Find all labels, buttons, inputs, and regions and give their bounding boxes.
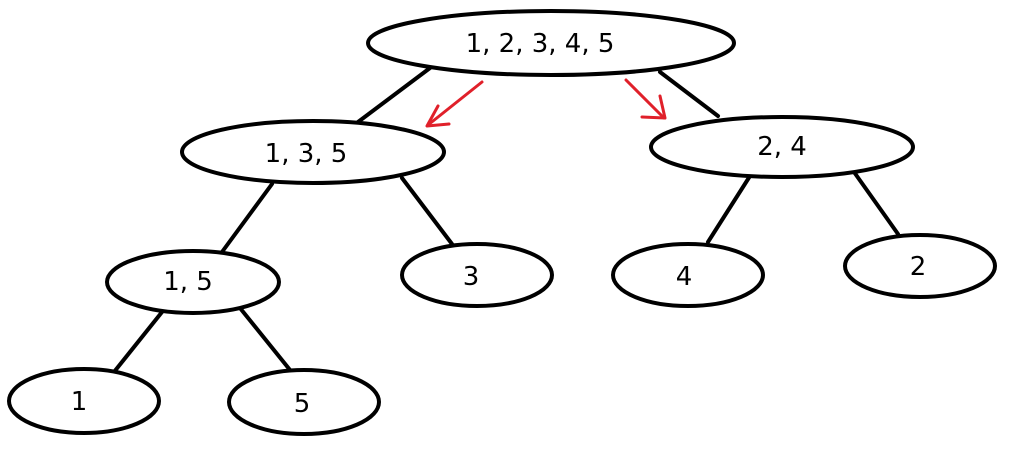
node-leaf-5-label: 5 bbox=[294, 389, 311, 419]
split-arrow-right-shaft bbox=[624, 78, 666, 120]
node-root-label: 1, 2, 3, 4, 5 bbox=[466, 29, 615, 59]
tree-node-leaf-1: 1 bbox=[7, 367, 161, 435]
edge-right-rightright bbox=[852, 170, 900, 236]
tree-node-left: 1, 3, 5 bbox=[180, 119, 446, 185]
split-arrow-right bbox=[624, 78, 667, 120]
edge-leftleft-leaf1 bbox=[112, 310, 164, 374]
tree-node-right-left: 4 bbox=[611, 242, 765, 308]
edge-right-rightleft bbox=[706, 174, 752, 244]
edge-root-left bbox=[356, 66, 432, 124]
edge-left-leftleft bbox=[220, 182, 274, 254]
node-leaf-5-ellipse bbox=[227, 368, 381, 436]
node-right-label: 2, 4 bbox=[757, 132, 807, 162]
edge-leftleft-leaf5 bbox=[238, 306, 292, 372]
node-left-left-ellipse bbox=[105, 249, 281, 315]
node-left-right-label: 3 bbox=[463, 262, 480, 292]
tree-node-left-right: 3 bbox=[400, 242, 554, 308]
tree-edges bbox=[112, 66, 900, 374]
split-arrow-right-head bbox=[640, 94, 667, 120]
split-arrow-left-shaft bbox=[426, 80, 484, 127]
node-right-ellipse bbox=[649, 115, 915, 179]
node-leaf-1-ellipse bbox=[7, 367, 161, 435]
node-left-label: 1, 3, 5 bbox=[265, 139, 348, 169]
node-right-right-ellipse bbox=[843, 233, 997, 299]
tree-node-left-left: 1, 5 bbox=[105, 249, 281, 315]
node-right-right-label: 2 bbox=[910, 252, 927, 282]
node-leaf-1-label: 1 bbox=[71, 387, 88, 417]
tree-node-leaf-5: 5 bbox=[227, 368, 381, 436]
node-left-ellipse bbox=[180, 119, 446, 185]
split-arrow-left bbox=[425, 80, 484, 128]
node-root-ellipse bbox=[366, 9, 736, 77]
node-left-left-label: 1, 5 bbox=[163, 267, 213, 297]
tree-node-root: 1, 2, 3, 4, 5 bbox=[366, 9, 736, 77]
node-right-left-label: 4 bbox=[676, 262, 693, 292]
edge-left-leftright bbox=[400, 176, 454, 246]
node-left-right-ellipse bbox=[400, 242, 554, 308]
node-right-left-ellipse bbox=[611, 242, 765, 308]
tree-node-right: 2, 4 bbox=[649, 115, 915, 179]
tree-node-right-right: 2 bbox=[843, 233, 997, 299]
edge-root-right bbox=[658, 70, 720, 118]
split-arrow-left-head bbox=[425, 104, 451, 128]
